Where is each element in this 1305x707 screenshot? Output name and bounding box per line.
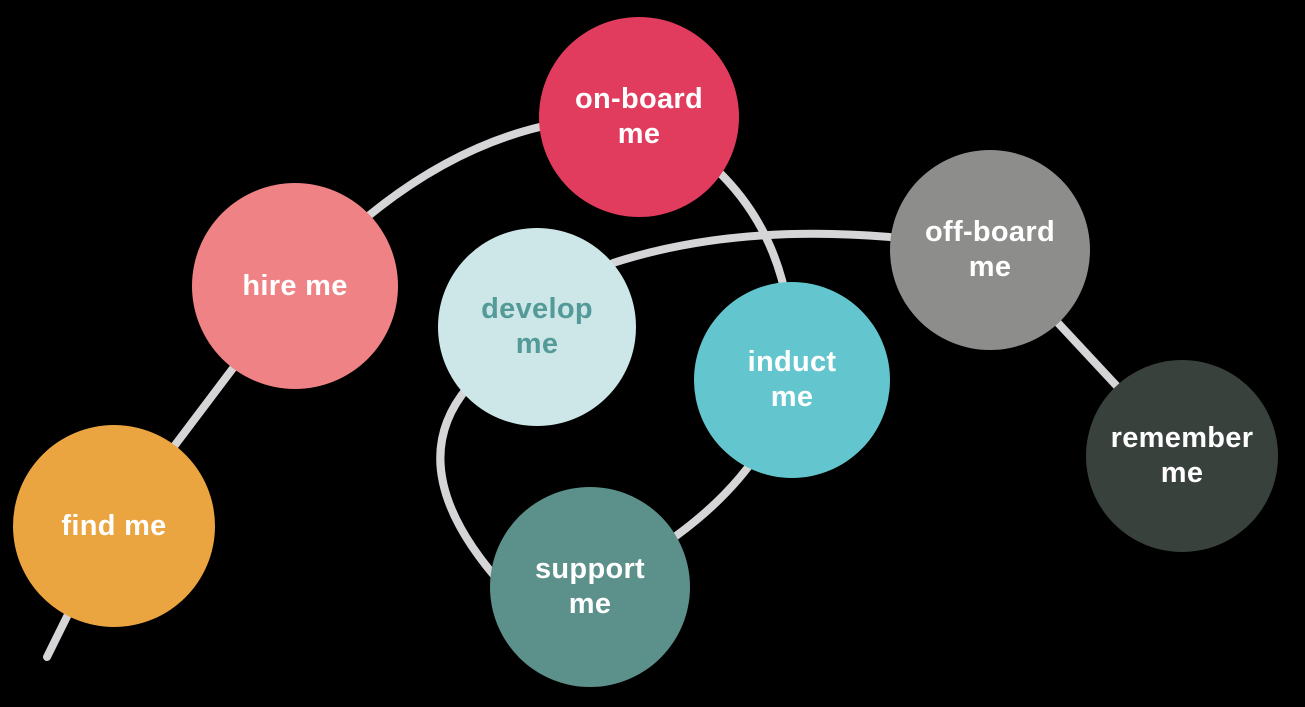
node-on-board-me-label2: me — [617, 118, 661, 150]
node-find-me: find me — [13, 425, 215, 627]
node-support-me-label2: me — [568, 588, 612, 620]
node-find-me-label: find me — [61, 509, 167, 542]
node-remember-me: remember me — [1086, 360, 1278, 552]
node-remember-me-label: remember — [1110, 422, 1254, 454]
node-off-board-me-label: off-board — [925, 216, 1055, 248]
node-develop-me-label: develop — [481, 293, 593, 325]
node-support-me: support me — [490, 487, 690, 687]
node-develop-me: develop me — [438, 228, 636, 426]
node-remember-me-label2: me — [1160, 457, 1204, 489]
node-induct-me-label: induct — [747, 346, 837, 378]
node-off-board-me: off-board me — [890, 150, 1090, 350]
node-hire-me-label: hire me — [242, 269, 348, 302]
node-on-board-me: on-board me — [539, 17, 739, 217]
node-develop-me-label2: me — [515, 328, 559, 360]
node-on-board-me-label: on-board — [574, 83, 704, 115]
node-induct-me-label2: me — [770, 381, 814, 413]
node-off-board-me-label2: me — [968, 251, 1012, 283]
node-hire-me: hire me — [192, 183, 398, 389]
node-support-me-label: support — [534, 553, 646, 585]
connector-support-develop — [436, 383, 509, 592]
node-induct-me: induct me — [694, 282, 890, 478]
